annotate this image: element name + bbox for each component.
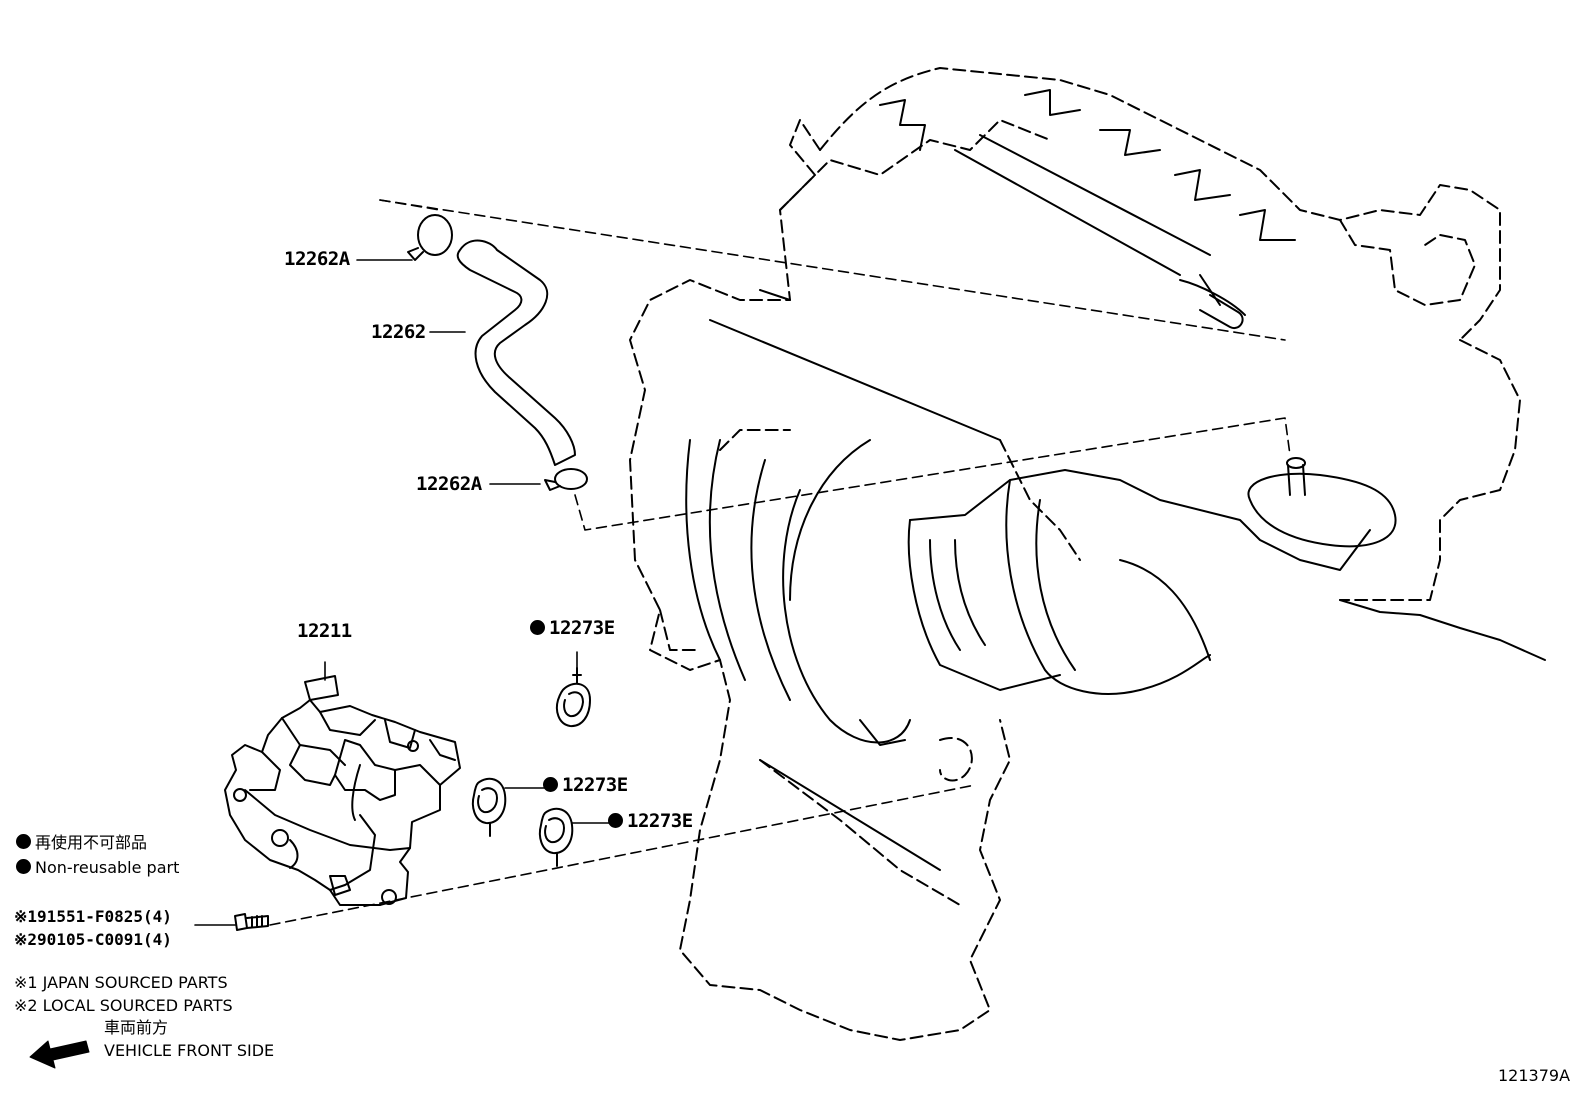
gasket-top — [555, 667, 591, 728]
bolt-part-1: ※191551-F0825(4) — [14, 907, 172, 926]
legend-en: Non-reusable part — [16, 858, 179, 878]
non-reusable-dot-icon — [543, 777, 558, 792]
vehicle-front-arrow — [29, 1040, 90, 1069]
ventilation-hose — [456, 239, 576, 466]
callout-12211: 12211 — [297, 620, 352, 642]
gasket-lower — [538, 807, 574, 867]
figure-id: 121379A — [1498, 1066, 1571, 1085]
hose-clip-upper — [407, 214, 453, 261]
assembly-lines — [269, 199, 1291, 926]
intake-duct — [907, 294, 1546, 695]
direction-jp: 車両前方 — [104, 1018, 169, 1037]
non-reusable-dot-icon — [16, 859, 31, 874]
non-reusable-dot-icon — [16, 834, 31, 849]
callout-12273E-middle: 12273E — [543, 774, 628, 796]
leader-lines — [194, 259, 613, 926]
bolt-part-2: ※290105-C0091(4) — [14, 930, 172, 949]
engine-phantom-outline — [629, 67, 1521, 1041]
callout-12273E-top: 12273E — [530, 617, 615, 639]
footnote-japan-sourced: ※1 JAPAN SOURCED PARTS — [14, 973, 228, 992]
direction-en: VEHICLE FRONT SIDE — [104, 1041, 275, 1060]
bolt — [234, 913, 269, 931]
legend-jp: 再使用不可部品 — [16, 833, 147, 853]
hose-clip-lower — [544, 468, 588, 491]
callout-12262: 12262 — [371, 321, 426, 343]
engine-detail-lines — [685, 89, 1296, 871]
callout-12262A-upper: 12262A — [284, 248, 350, 270]
footnote-local-sourced: ※2 LOCAL SOURCED PARTS — [14, 996, 233, 1015]
non-reusable-dot-icon — [608, 813, 623, 828]
oil-separator — [224, 675, 461, 906]
gasket-middle — [471, 777, 507, 837]
callout-12262A-lower: 12262A — [416, 473, 482, 495]
non-reusable-dot-icon — [530, 620, 545, 635]
callout-12273E-lower: 12273E — [608, 810, 693, 832]
